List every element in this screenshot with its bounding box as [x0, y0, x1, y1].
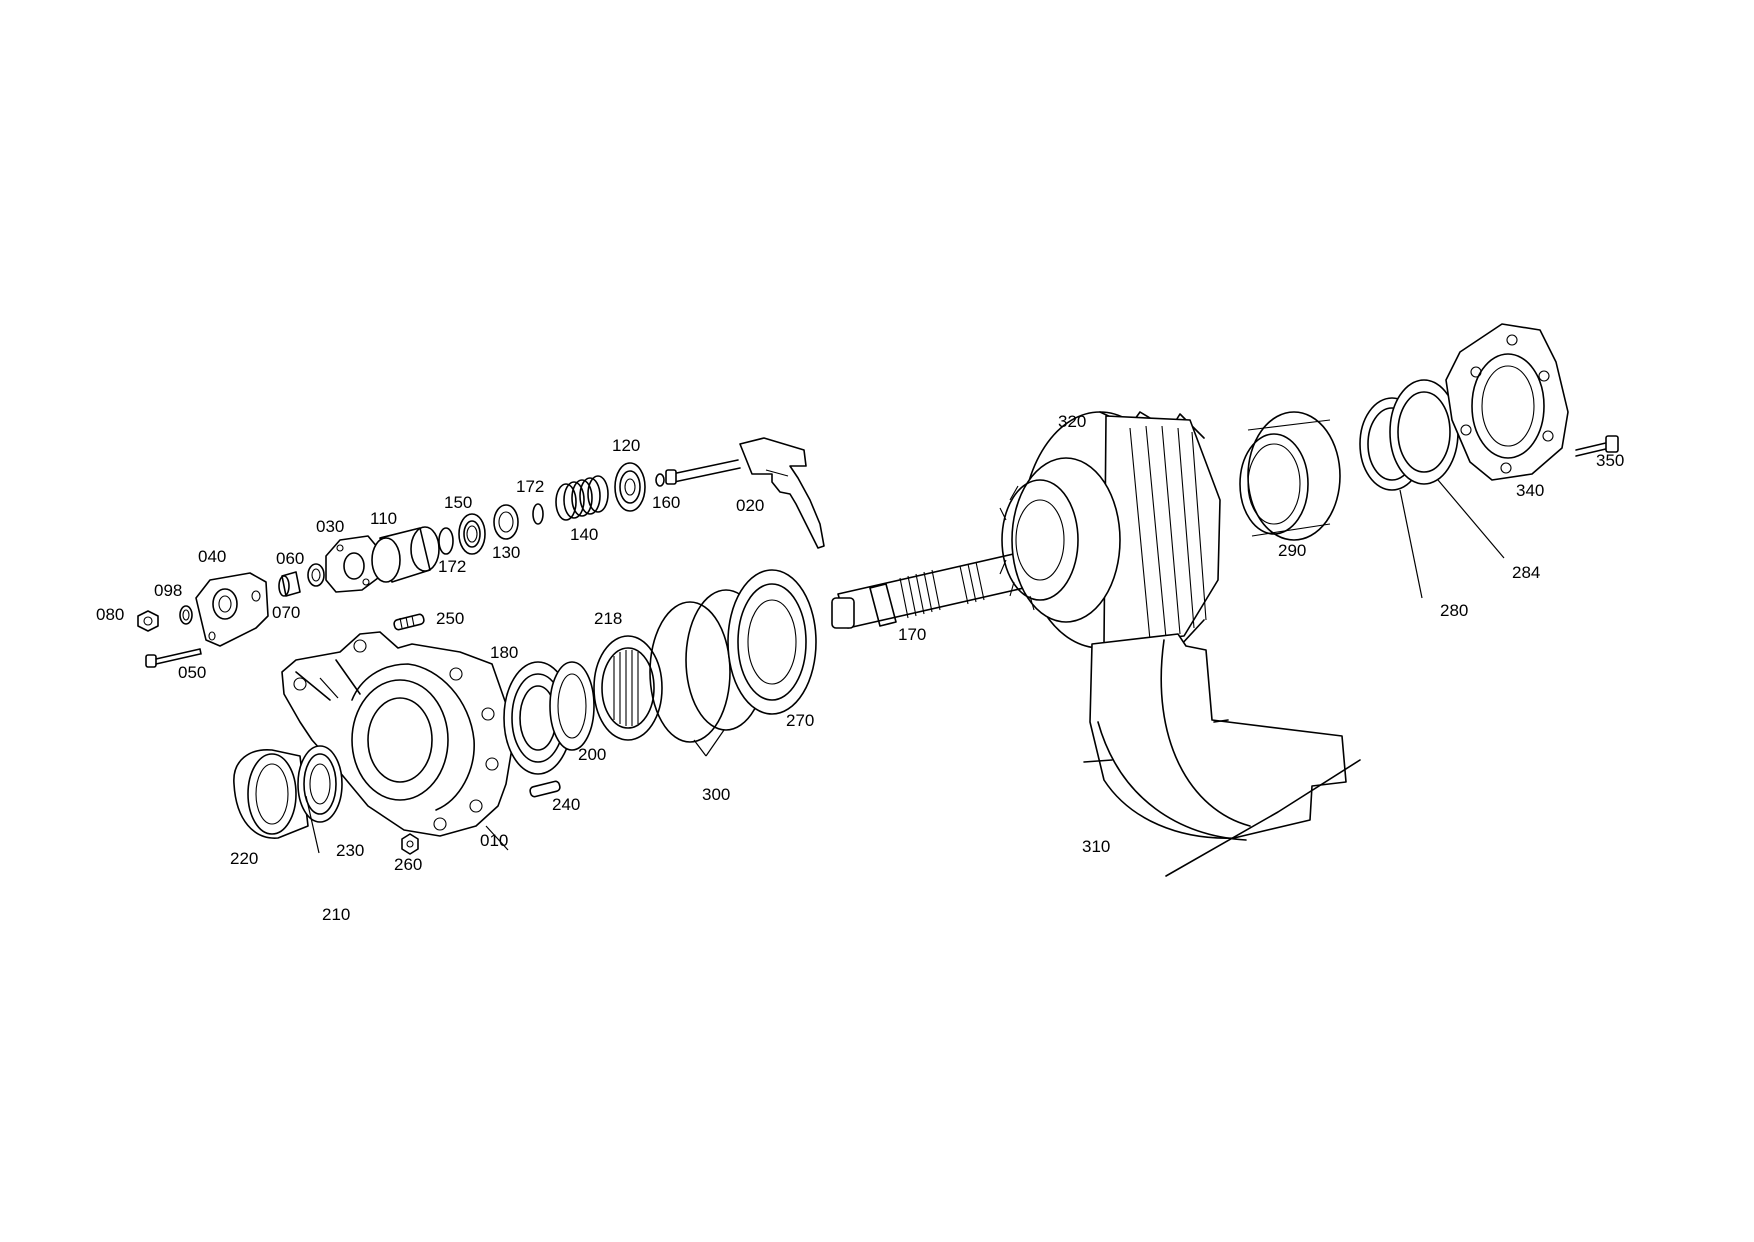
- part-150-bearing: [458, 513, 486, 555]
- label-240: 240: [552, 795, 580, 814]
- part-098-washer: [179, 605, 193, 625]
- part-290-bearing: [1239, 411, 1341, 541]
- label-260: 260: [394, 855, 422, 874]
- label-050: 050: [178, 663, 206, 682]
- label-070: 070: [272, 603, 300, 622]
- part-270-bearing: [727, 569, 817, 715]
- label-172a: 172: [438, 557, 466, 576]
- part-070-seal: [307, 563, 325, 587]
- label-140: 140: [570, 525, 598, 544]
- part-110-sleeve: [371, 526, 440, 583]
- label-120: 120: [612, 436, 640, 455]
- part-060-bushing: [278, 571, 301, 597]
- part-230-seal-ring: [297, 745, 343, 823]
- part-030-flange-plate: [325, 535, 379, 593]
- part-160-circlip: [655, 473, 665, 487]
- part-260-nut: [401, 833, 419, 855]
- label-172b: 172: [516, 477, 544, 496]
- part-240-pin: [529, 780, 561, 798]
- part-250-dowel: [393, 613, 425, 631]
- label-180: 180: [490, 643, 518, 662]
- part-050-bolt: [145, 648, 202, 668]
- label-170: 170: [898, 625, 926, 644]
- label-210: 210: [322, 905, 350, 924]
- part-172-ring-right: [532, 503, 544, 525]
- part-320-gear: [999, 411, 1221, 651]
- part-140-spring: [555, 475, 609, 521]
- label-150: 150: [444, 493, 472, 512]
- part-350-bolt: [1575, 435, 1619, 457]
- part-200-ring: [549, 661, 595, 751]
- part-040-housing-cover: [195, 572, 269, 647]
- label-160: 160: [652, 493, 680, 512]
- label-098: 098: [154, 581, 182, 600]
- label-270: 270: [786, 711, 814, 730]
- label-218: 218: [594, 609, 622, 628]
- part-020-shift-fork: [665, 437, 825, 549]
- part-080-nut: [137, 610, 159, 632]
- part-130-ring: [493, 504, 519, 540]
- part-220-bearing-cup: [233, 749, 309, 839]
- label-340: 340: [1516, 481, 1544, 500]
- label-200: 200: [578, 745, 606, 764]
- label-230: 230: [336, 841, 364, 860]
- label-290: 290: [1278, 541, 1306, 560]
- label-060: 060: [276, 549, 304, 568]
- part-340-cover-plate: [1445, 323, 1569, 481]
- label-020: 020: [736, 496, 764, 515]
- label-130: 130: [492, 543, 520, 562]
- part-120-bearing: [614, 462, 646, 512]
- label-320: 320: [1058, 412, 1086, 431]
- label-280: 280: [1440, 601, 1468, 620]
- part-218-gear: [593, 635, 663, 741]
- label-080: 080: [96, 605, 124, 624]
- part-310-guard: [1083, 633, 1361, 877]
- label-250: 250: [436, 609, 464, 628]
- label-310: 310: [1082, 837, 1110, 856]
- label-350: 350: [1596, 451, 1624, 470]
- label-284: 284: [1512, 563, 1540, 582]
- part-labels: 080 098 040 050 060 070 030 110 150 172 …: [96, 412, 1624, 924]
- label-030: 030: [316, 517, 344, 536]
- leader-lines: [305, 479, 1505, 854]
- label-300: 300: [702, 785, 730, 804]
- label-220: 220: [230, 849, 258, 868]
- label-110: 110: [370, 509, 397, 528]
- label-040: 040: [198, 547, 226, 566]
- label-010: 010: [480, 831, 508, 850]
- part-172-ring-left: [438, 527, 454, 555]
